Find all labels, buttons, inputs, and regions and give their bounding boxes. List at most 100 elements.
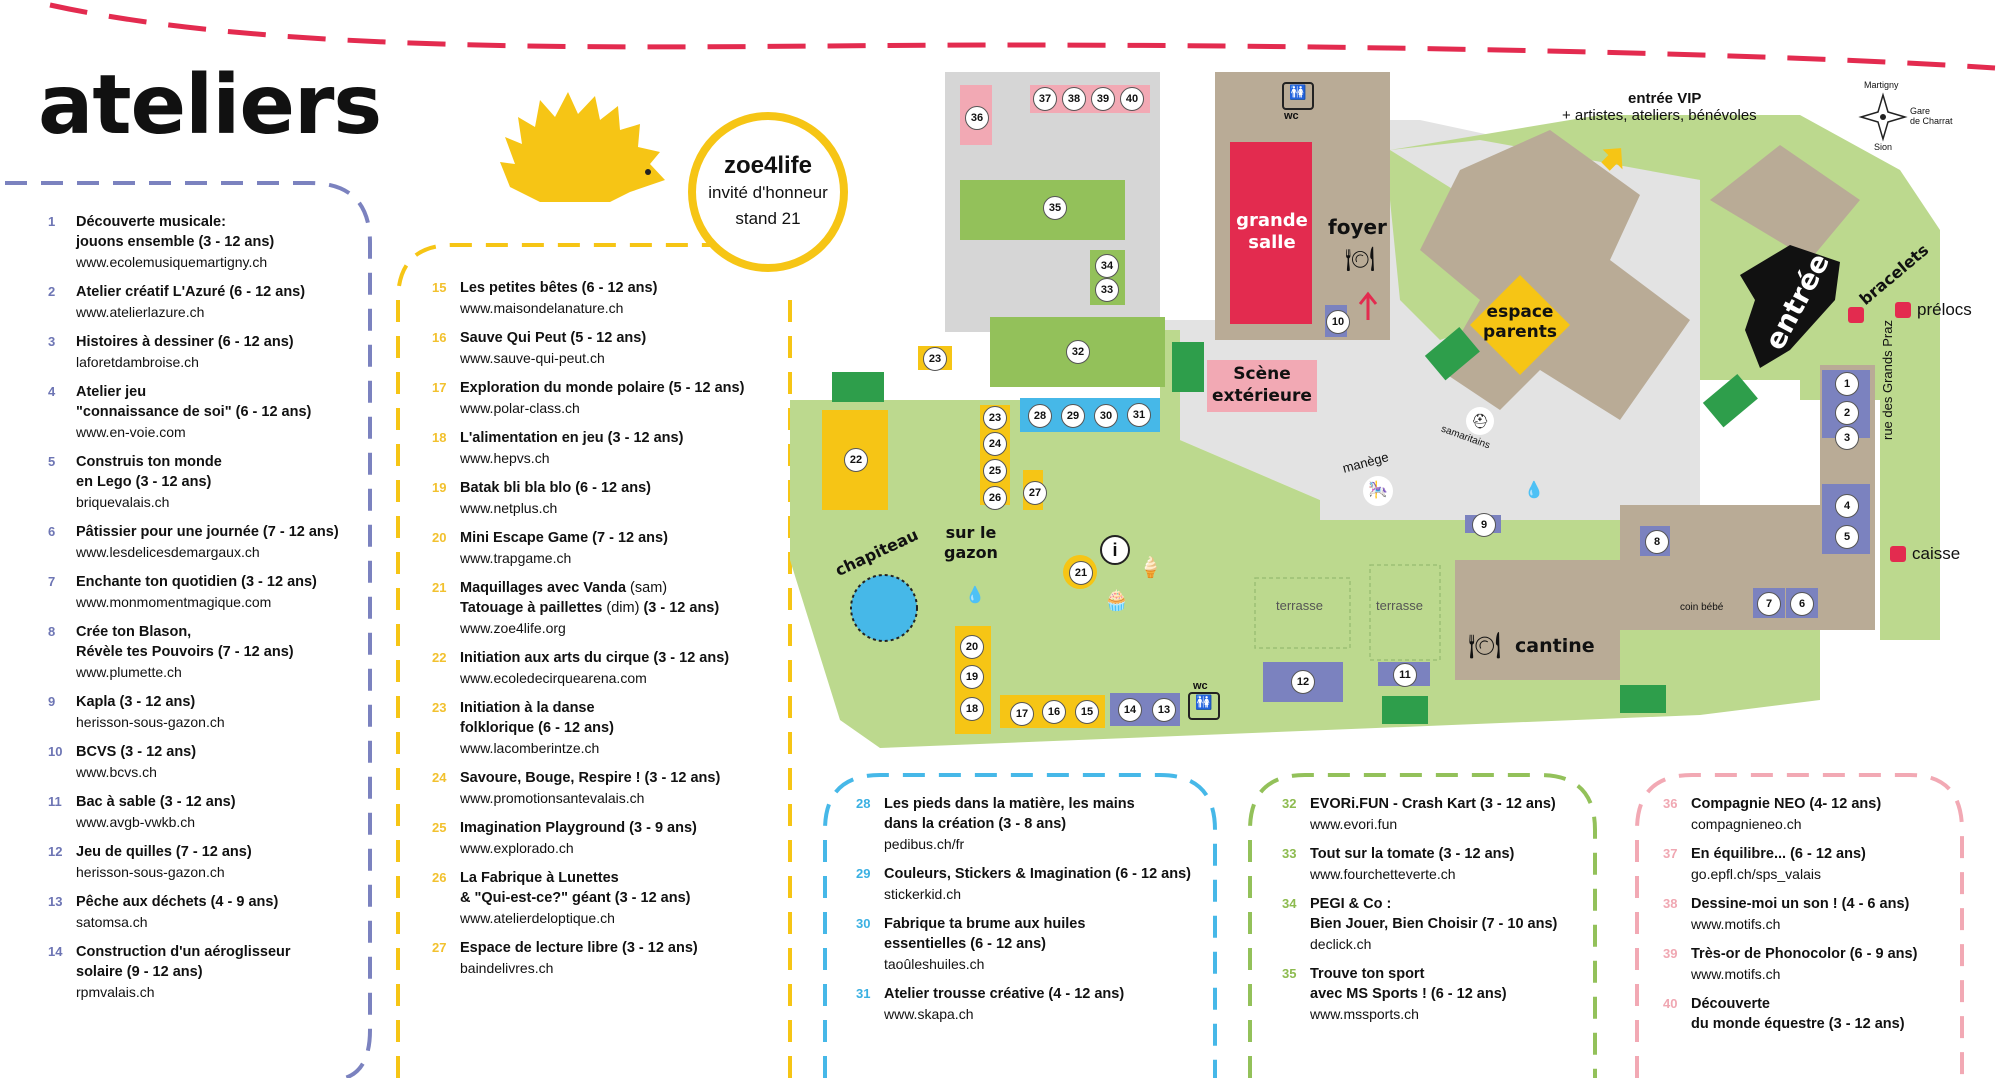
item-url[interactable]: declick.ch bbox=[1310, 936, 1372, 952]
item-url[interactable]: www.monmomentmagique.com bbox=[76, 594, 272, 610]
item-url[interactable]: www.motifs.ch bbox=[1691, 966, 1781, 982]
item-url[interactable]: www.promotionsantevalais.ch bbox=[460, 790, 645, 806]
item-url[interactable]: www.polar-class.ch bbox=[460, 400, 580, 416]
item-url[interactable]: satomsa.ch bbox=[76, 914, 148, 930]
stand-27: 27 bbox=[1023, 481, 1047, 505]
item-url[interactable]: www.motifs.ch bbox=[1691, 916, 1781, 932]
sur-le-gazon-line1: sur le bbox=[945, 523, 997, 542]
item-name: Imagination Playground (3 - 9 ans) bbox=[460, 818, 697, 838]
item-url[interactable]: www.bcvs.ch bbox=[76, 764, 157, 780]
item-name-line2-text: & "Qui-est-ce?" géant (3 - 12 ans) bbox=[460, 890, 691, 906]
item-name: Trouve ton sport bbox=[1310, 964, 1507, 984]
item-name-line2-text: Bien Jouer, Bien Choisir (7 - 10 ans) bbox=[1310, 916, 1558, 932]
item-name-text: Dessine-moi un son ! (4 - 6 ans) bbox=[1691, 896, 1910, 912]
item-url[interactable]: laforetdambroise.ch bbox=[76, 354, 199, 370]
item-name-line2: Révèle tes Pouvoirs (7 - 12 ans) bbox=[76, 642, 294, 662]
item-number: 25 bbox=[432, 820, 447, 835]
entree-arrow bbox=[1740, 245, 1840, 368]
item-url[interactable]: www.hepvs.ch bbox=[460, 450, 550, 466]
item-number: 22 bbox=[432, 650, 447, 665]
item-name: Découverte bbox=[1691, 994, 1905, 1014]
stand-37: 37 bbox=[1033, 87, 1057, 111]
item-url[interactable]: www.ecoledecirquearena.com bbox=[460, 670, 647, 686]
item-url[interactable]: www.zoe4life.org bbox=[460, 620, 566, 636]
guest-name: zoe4life bbox=[723, 152, 813, 179]
stand-1: 1 bbox=[1835, 372, 1859, 396]
item-url[interactable]: compagnieneo.ch bbox=[1691, 816, 1802, 832]
stand-30: 30 bbox=[1094, 404, 1118, 428]
item-url[interactable]: www.ecolemusiquemartigny.ch bbox=[76, 254, 268, 270]
item-number: 16 bbox=[432, 330, 447, 345]
item-url[interactable]: herisson-sous-gazon.ch bbox=[76, 714, 225, 730]
item-body: Enchante ton quotidien (3 - 12 ans)www.m… bbox=[76, 572, 317, 612]
item-url[interactable]: www.lesdelicesdemargaux.ch bbox=[76, 544, 260, 560]
stand-9: 9 bbox=[1472, 513, 1496, 537]
item-body: Découverte musicale:jouons ensemble (3 -… bbox=[76, 212, 274, 272]
item-url[interactable]: www.en-voie.com bbox=[76, 424, 186, 440]
item-url[interactable]: baindelivres.ch bbox=[460, 960, 554, 976]
item-url[interactable]: taoûleshuiles.ch bbox=[884, 956, 985, 972]
item-url[interactable]: briquevalais.ch bbox=[76, 494, 170, 510]
stand-32: 32 bbox=[1066, 340, 1090, 364]
item-url[interactable]: www.mssports.ch bbox=[1310, 1006, 1419, 1022]
item-url[interactable]: rpmvalais.ch bbox=[76, 984, 155, 1000]
grande-salle-line1: grande bbox=[1236, 210, 1308, 231]
item-url[interactable]: www.atelierlazure.ch bbox=[76, 304, 205, 320]
item-url[interactable]: www.explorado.ch bbox=[460, 840, 574, 856]
cantine-icon: 🍽 bbox=[1468, 630, 1502, 660]
item-number: 24 bbox=[432, 770, 447, 785]
item-url[interactable]: www.sauve-qui-peut.ch bbox=[460, 350, 605, 366]
list-item: 25 Imagination Playground (3 - 9 ans) www.… bbox=[432, 818, 772, 858]
caisse-marker bbox=[1890, 546, 1906, 562]
item-url[interactable]: www.maisondelanature.ch bbox=[460, 300, 624, 316]
item-url[interactable]: www.plumette.ch bbox=[76, 664, 182, 680]
compass-east: Gare de Charrat bbox=[1910, 106, 1953, 126]
prelocs-marker bbox=[1895, 302, 1911, 318]
item-name-text: Fabrique ta brume aux huiles bbox=[884, 916, 1086, 932]
item-url[interactable]: www.evori.fun bbox=[1310, 816, 1398, 832]
item-name-text: Initiation aux arts du cirque (3 - 12 an… bbox=[460, 650, 730, 666]
item-url[interactable]: www.atelierdeloptique.ch bbox=[460, 910, 615, 926]
item-number: 4 bbox=[48, 384, 56, 399]
item-name: Jeu de quilles (7 - 12 ans) bbox=[76, 842, 252, 862]
item-name: Atelier jeu bbox=[76, 382, 311, 402]
item-name-text: Bac à sable (3 - 12 ans) bbox=[76, 794, 236, 810]
item-name-line2: "connaissance de soi" (6 - 12 ans) bbox=[76, 402, 311, 422]
item-url[interactable]: www.netplus.ch bbox=[460, 500, 558, 516]
entree-vip-sub: + artistes, ateliers, bénévoles bbox=[1562, 107, 1757, 124]
stand-11: 11 bbox=[1393, 663, 1417, 687]
item-url[interactable]: www.trapgame.ch bbox=[460, 550, 572, 566]
hedgehog-icon bbox=[500, 92, 665, 202]
item-url[interactable]: www.lacomberintze.ch bbox=[460, 740, 600, 756]
item-url[interactable]: stickerkid.ch bbox=[884, 886, 962, 902]
item-url[interactable]: pedibus.ch/fr bbox=[884, 836, 965, 852]
item-url[interactable]: www.skapa.ch bbox=[884, 1006, 974, 1022]
item-name-text: Crée ton Blason, bbox=[76, 624, 192, 640]
item-body: Maquillages avec Vanda (sam)Tatouage à p… bbox=[460, 578, 719, 638]
item-name-line2: folklorique (6 - 12 ans) bbox=[460, 718, 614, 738]
item-name-line2: du monde équestre (3 - 12 ans) bbox=[1691, 1014, 1905, 1034]
cantine-building bbox=[1455, 560, 1620, 680]
item-note: (sam) bbox=[626, 580, 668, 596]
item-url[interactable]: www.fourchetteverte.ch bbox=[1310, 866, 1456, 882]
item-url[interactable]: www.avgb-vwkb.ch bbox=[76, 814, 196, 830]
item-number: 38 bbox=[1663, 896, 1678, 911]
item-body: Kapla (3 - 12 ans)herisson-sous-gazon.ch bbox=[76, 692, 225, 732]
item-url[interactable]: herisson-sous-gazon.ch bbox=[76, 864, 225, 880]
item-url[interactable]: go.epfl.ch/sps_valais bbox=[1691, 866, 1821, 882]
item-body: Batak bli bla blo (6 - 12 ans)www.netplu… bbox=[460, 478, 651, 518]
first-aid-icon: ⛑ bbox=[1466, 407, 1494, 435]
item-number: 1 bbox=[48, 214, 56, 229]
item-body: Atelier créatif L'Azuré (6 - 12 ans)www.… bbox=[76, 282, 305, 322]
stand-40: 40 bbox=[1120, 87, 1144, 111]
item-name: Bac à sable (3 - 12 ans) bbox=[76, 792, 236, 812]
item-name-line2-text: jouons ensemble (3 - 12 ans) bbox=[76, 234, 275, 250]
